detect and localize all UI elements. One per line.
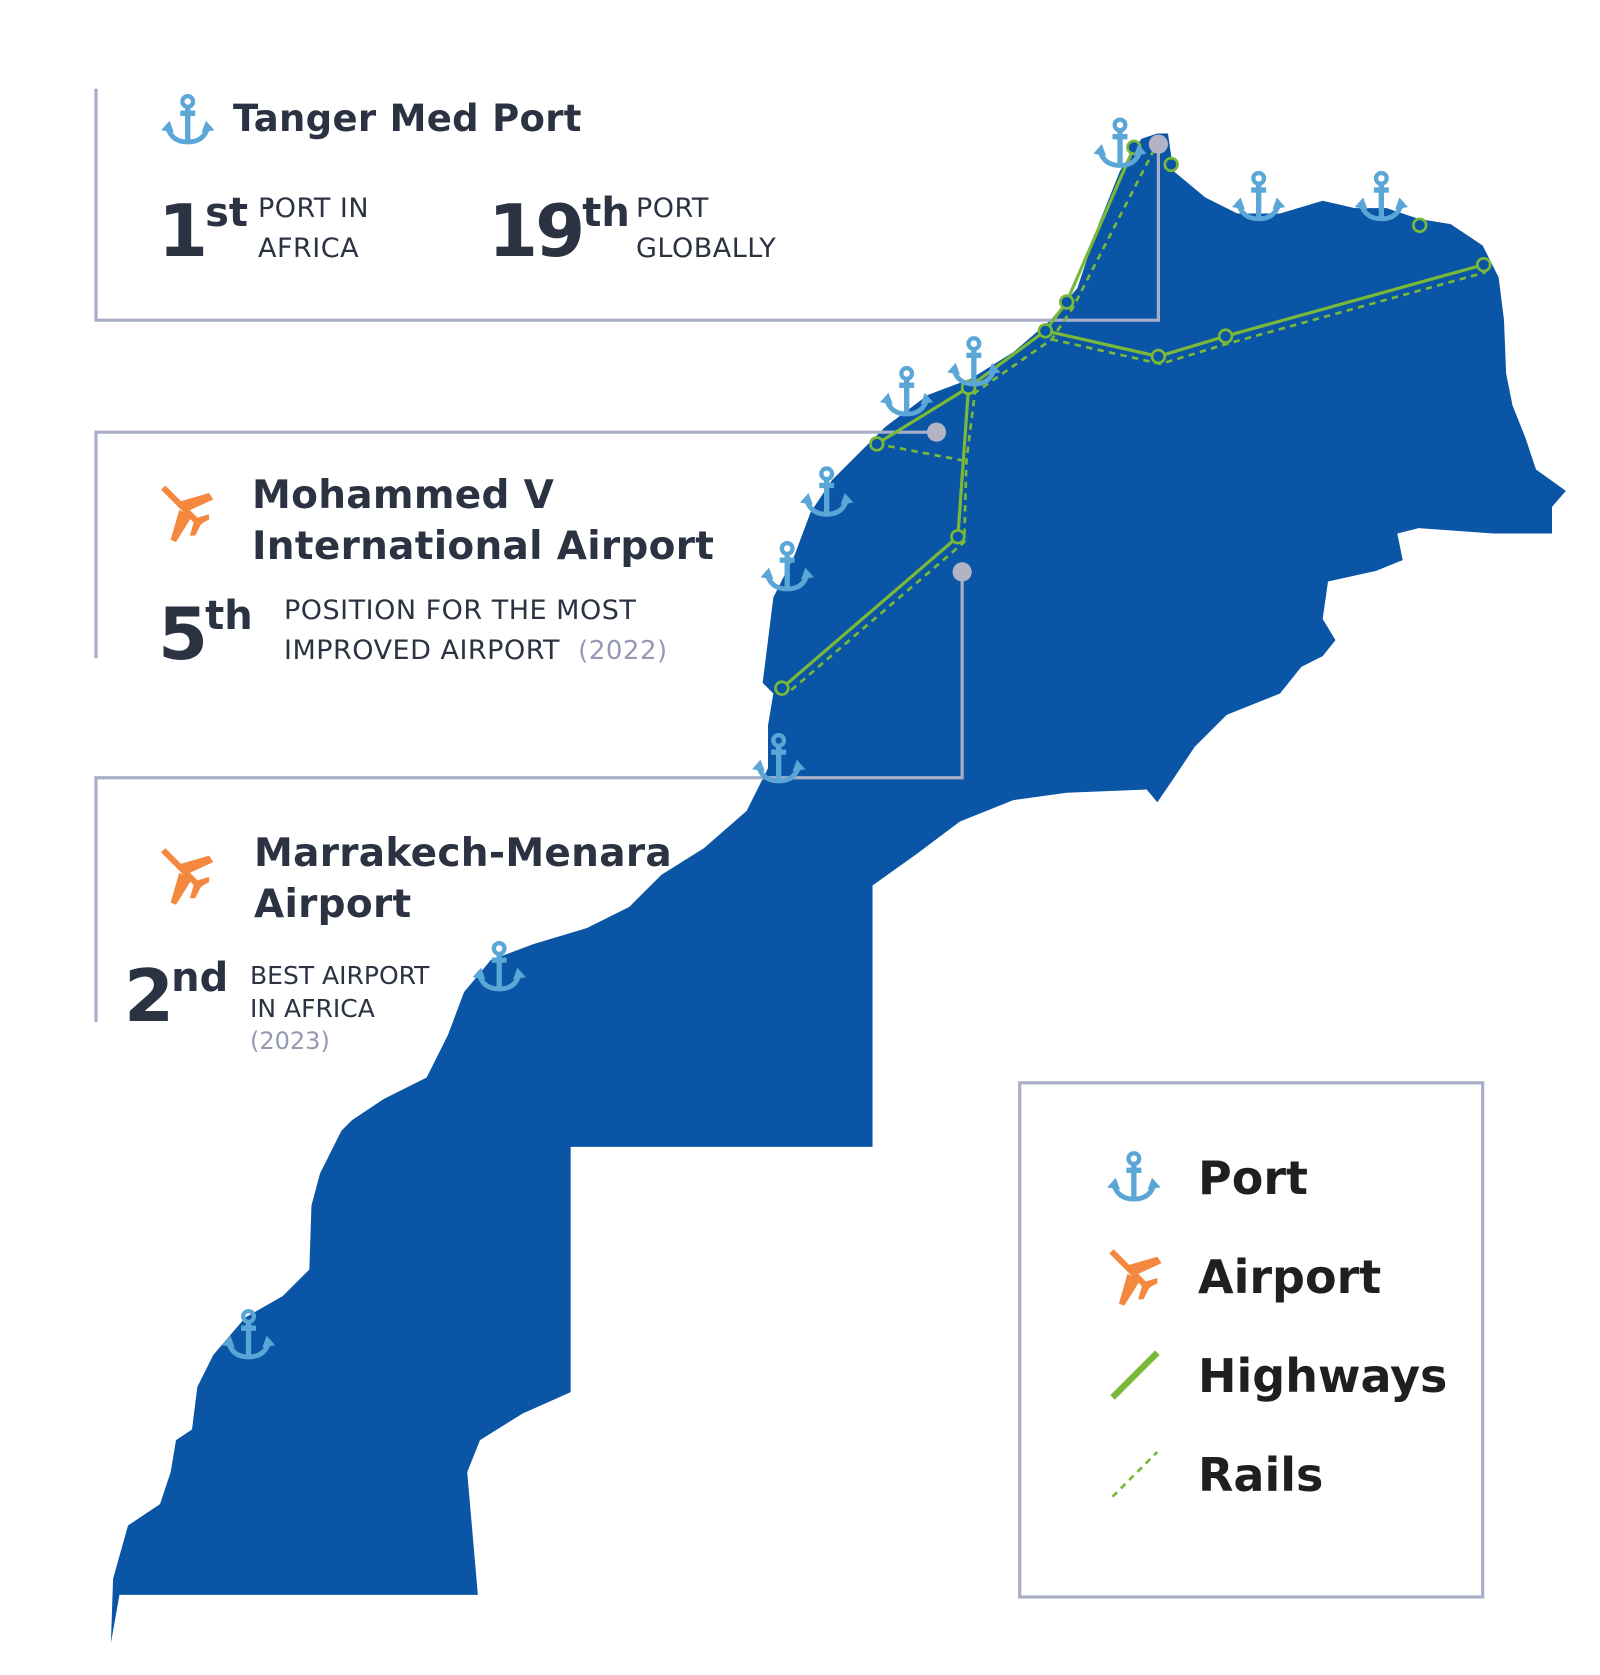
- legend-port: Port: [1198, 1151, 1308, 1205]
- legend-highways: Highways: [1198, 1349, 1448, 1403]
- anchor-icon: [1107, 1153, 1160, 1199]
- mohammed-caption: POSITION FOR THE MOST IMPROVED AIRPORT (2…: [284, 591, 668, 671]
- legend-airport: Airport: [1198, 1250, 1382, 1304]
- marrakech-rank: 2nd: [124, 958, 228, 1032]
- mohammed-rank: 5th: [158, 596, 253, 670]
- solid-line-icon: [1110, 1350, 1160, 1400]
- caption-line: BEST AIRPORT: [250, 961, 430, 990]
- dashed-line-icon: [1111, 1450, 1159, 1498]
- airplane-icon: [161, 848, 214, 905]
- mohammed-title: Mohammed V International Airport: [252, 470, 714, 572]
- caption-year: (2023): [250, 1027, 330, 1055]
- rank-number: 1: [158, 189, 208, 273]
- caption-line: AFRICA: [258, 233, 360, 264]
- title-line: Airport: [254, 882, 412, 927]
- callout-dots: [926, 134, 1168, 582]
- tanger-stat1-caption: PORT IN AFRICA: [258, 189, 369, 269]
- rank-number: 5: [158, 592, 208, 676]
- tanger-rank-africa: 1st: [158, 193, 248, 267]
- tanger-rank-global: 19th: [488, 193, 630, 267]
- rank-suffix: nd: [171, 955, 229, 1001]
- caption-year: (2022): [578, 636, 668, 666]
- tanger-title: Tanger Med Port: [233, 97, 582, 140]
- rank-suffix: th: [205, 593, 253, 639]
- rank-suffix: st: [205, 190, 249, 236]
- rank-suffix: th: [582, 190, 630, 236]
- title-line: International Airport: [252, 524, 715, 569]
- title-line: Mohammed V: [252, 473, 555, 518]
- caption-line: IN AFRICA: [250, 994, 375, 1023]
- caption-line: PORT: [636, 193, 709, 224]
- airplane-icon: [161, 485, 214, 543]
- airplane-icon: [1109, 1249, 1162, 1306]
- caption-line: IMPROVED AIRPORT: [284, 635, 560, 666]
- marrakech-caption: BEST AIRPORT IN AFRICA (2023): [250, 959, 429, 1058]
- legend-rails: Rails: [1198, 1448, 1324, 1502]
- callout-frames: [94, 88, 1485, 1599]
- rank-number: 19: [488, 189, 585, 273]
- caption-line: PORT IN: [258, 193, 370, 224]
- anchor-icon: [161, 96, 214, 142]
- caption-line: POSITION FOR THE MOST: [284, 595, 637, 626]
- rank-number: 2: [124, 954, 174, 1038]
- rail-lines: [786, 148, 1487, 695]
- caption-line: GLOBALLY: [636, 233, 777, 264]
- morocco-land: [110, 133, 1566, 1643]
- title-line: Marrakech-Menara: [254, 831, 673, 876]
- tanger-stat2-caption: PORT GLOBALLY: [636, 189, 776, 269]
